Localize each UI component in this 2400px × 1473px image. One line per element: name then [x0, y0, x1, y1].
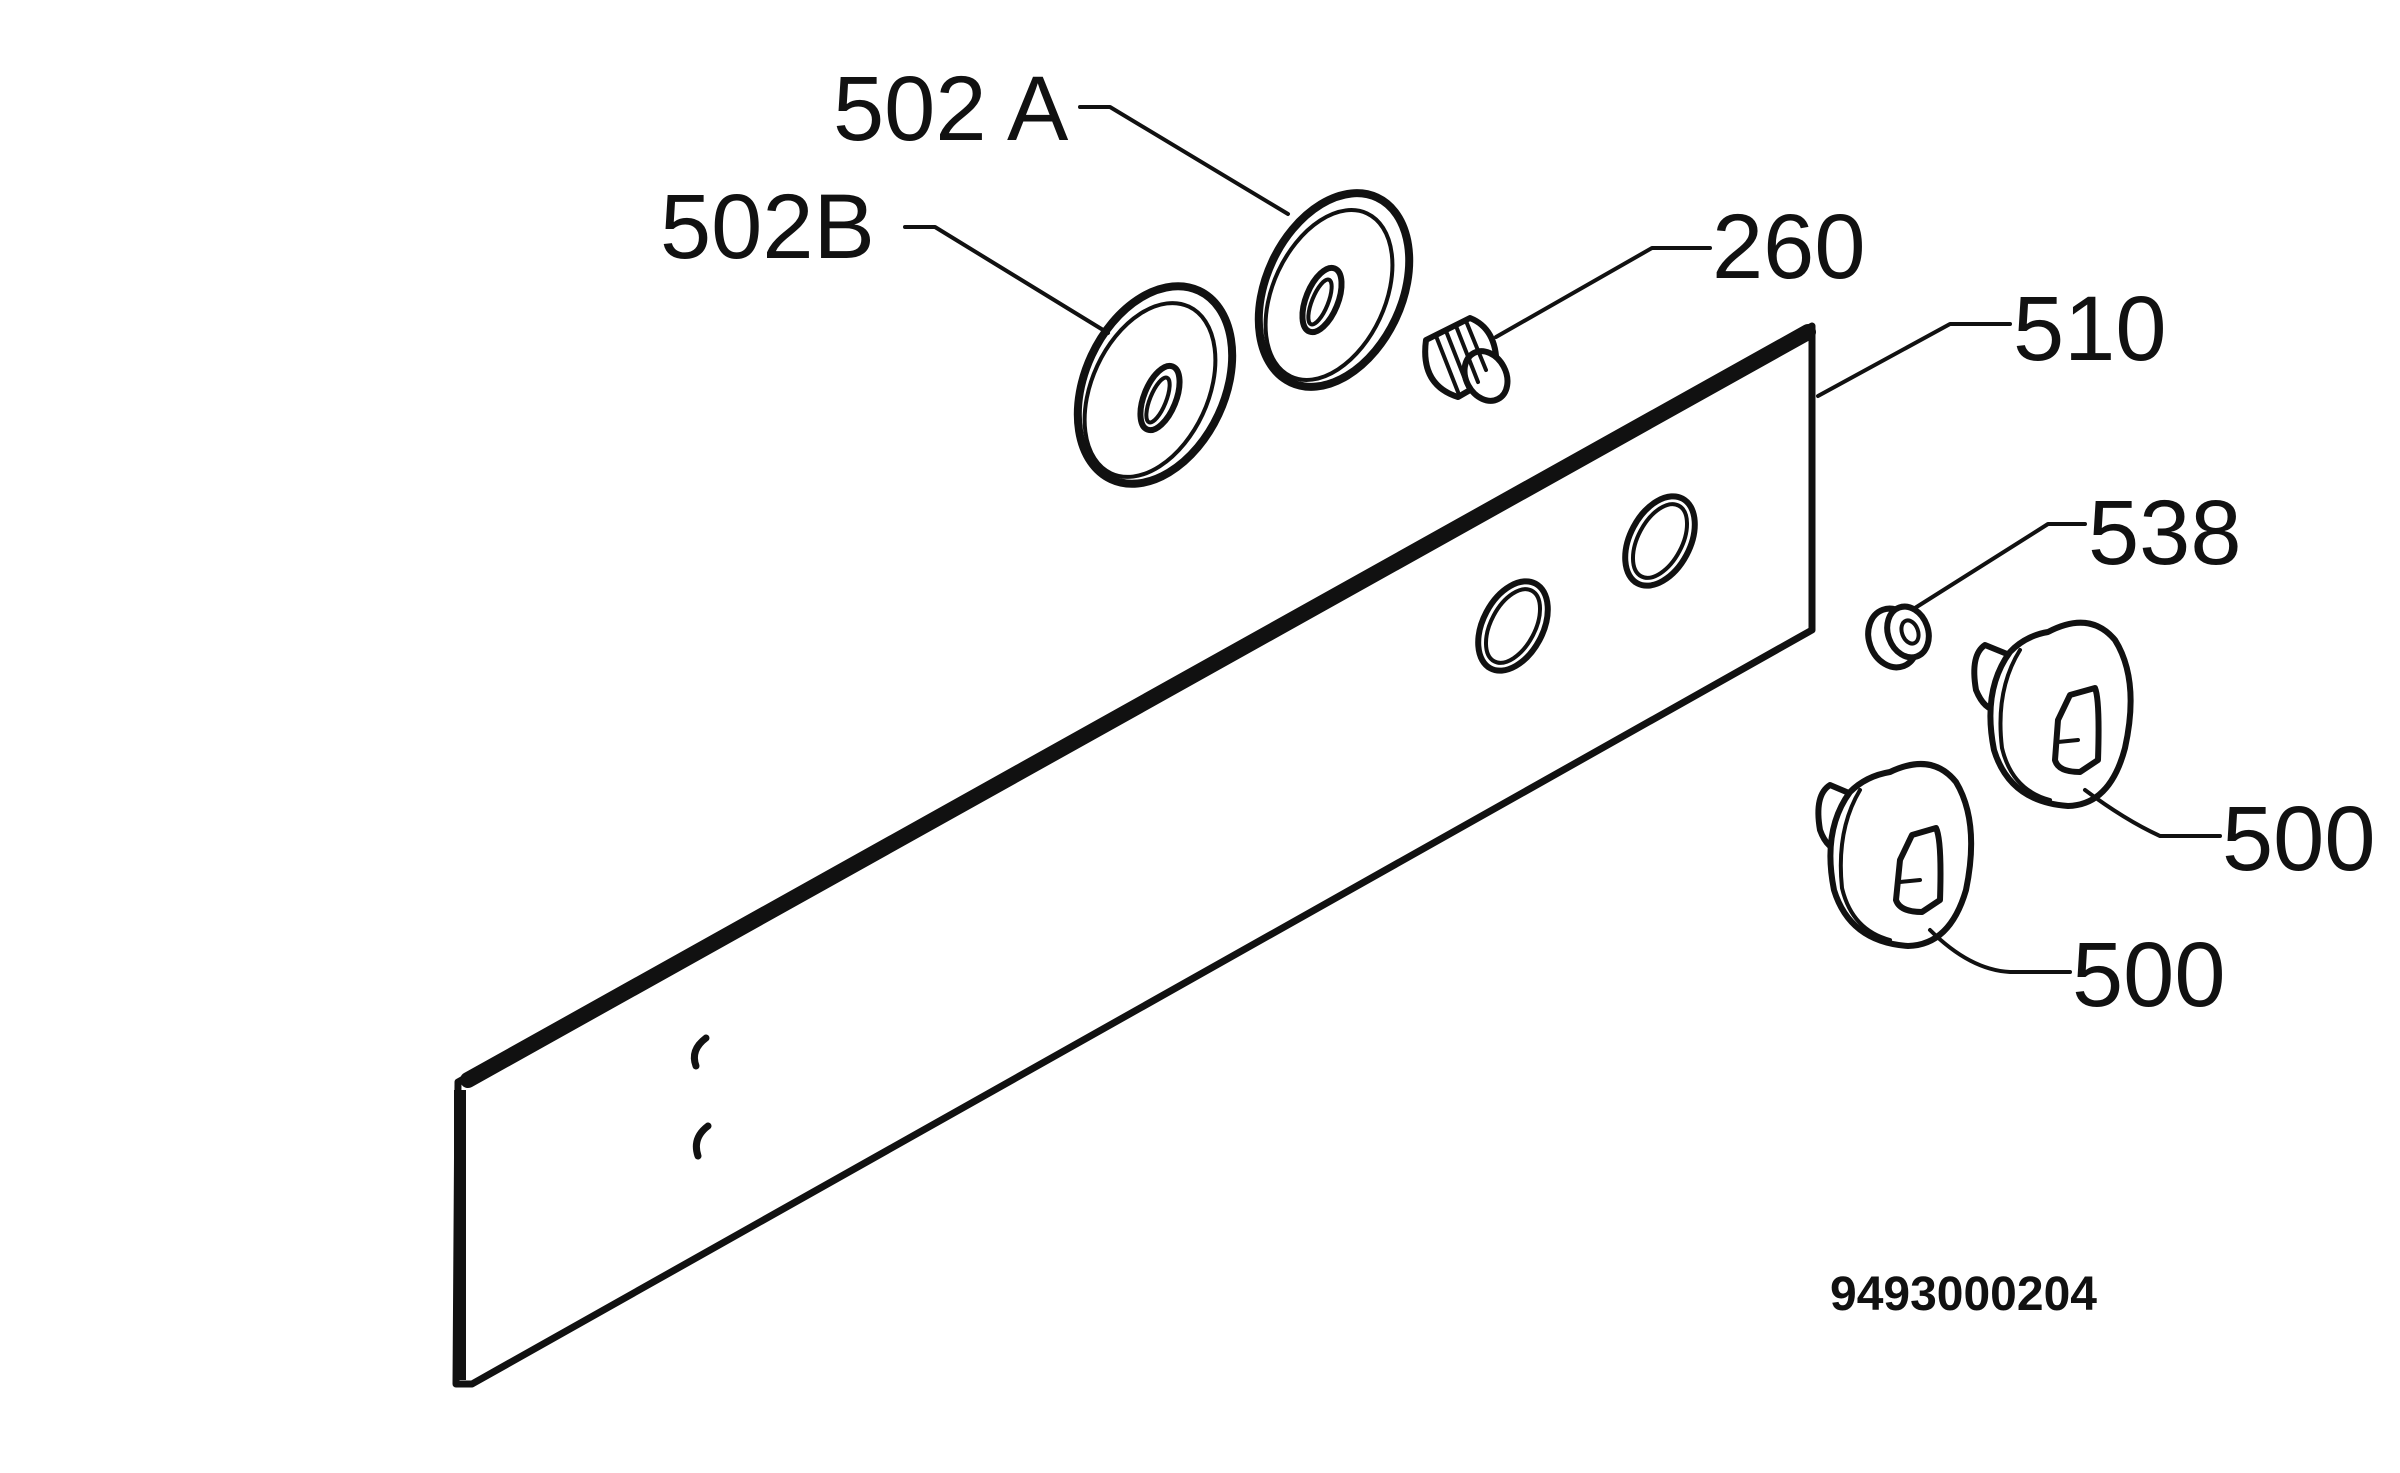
- panel-hole-left: [1475, 578, 1551, 674]
- callout-260: 260: [1712, 196, 1866, 298]
- leader-500-lower: [1928, 928, 2072, 974]
- panel-slot-upper: [690, 1034, 710, 1070]
- callout-500-upper: 500: [2222, 788, 2376, 890]
- knob-500-lower: [1815, 761, 1975, 949]
- callout-538: 538: [2088, 482, 2242, 584]
- panel-slot-lower: [692, 1122, 712, 1160]
- spring-260: [1422, 315, 1511, 404]
- leader-502b: [903, 225, 1110, 335]
- leader-500-upper: [2083, 788, 2222, 838]
- panel-hole-right: [1622, 493, 1698, 589]
- callout-502a: 502 A: [833, 58, 1069, 160]
- callout-510: 510: [2013, 278, 2167, 380]
- leader-538: [1913, 522, 2087, 610]
- knob-500-upper: [1971, 619, 2134, 809]
- leader-502a: [1078, 105, 1290, 216]
- callout-500-lower: 500: [2072, 924, 2226, 1026]
- control-panel-510: [452, 322, 1816, 1388]
- leader-lines: [903, 105, 2222, 974]
- document-number: 9493000204: [1830, 1268, 2097, 1321]
- callout-502b: 502B: [660, 176, 875, 278]
- washer-502b: [1073, 282, 1237, 488]
- leader-260: [1494, 246, 1712, 339]
- leader-510: [1816, 322, 2012, 398]
- bushing-538: [1865, 603, 1932, 671]
- washer-502a: [1254, 189, 1414, 391]
